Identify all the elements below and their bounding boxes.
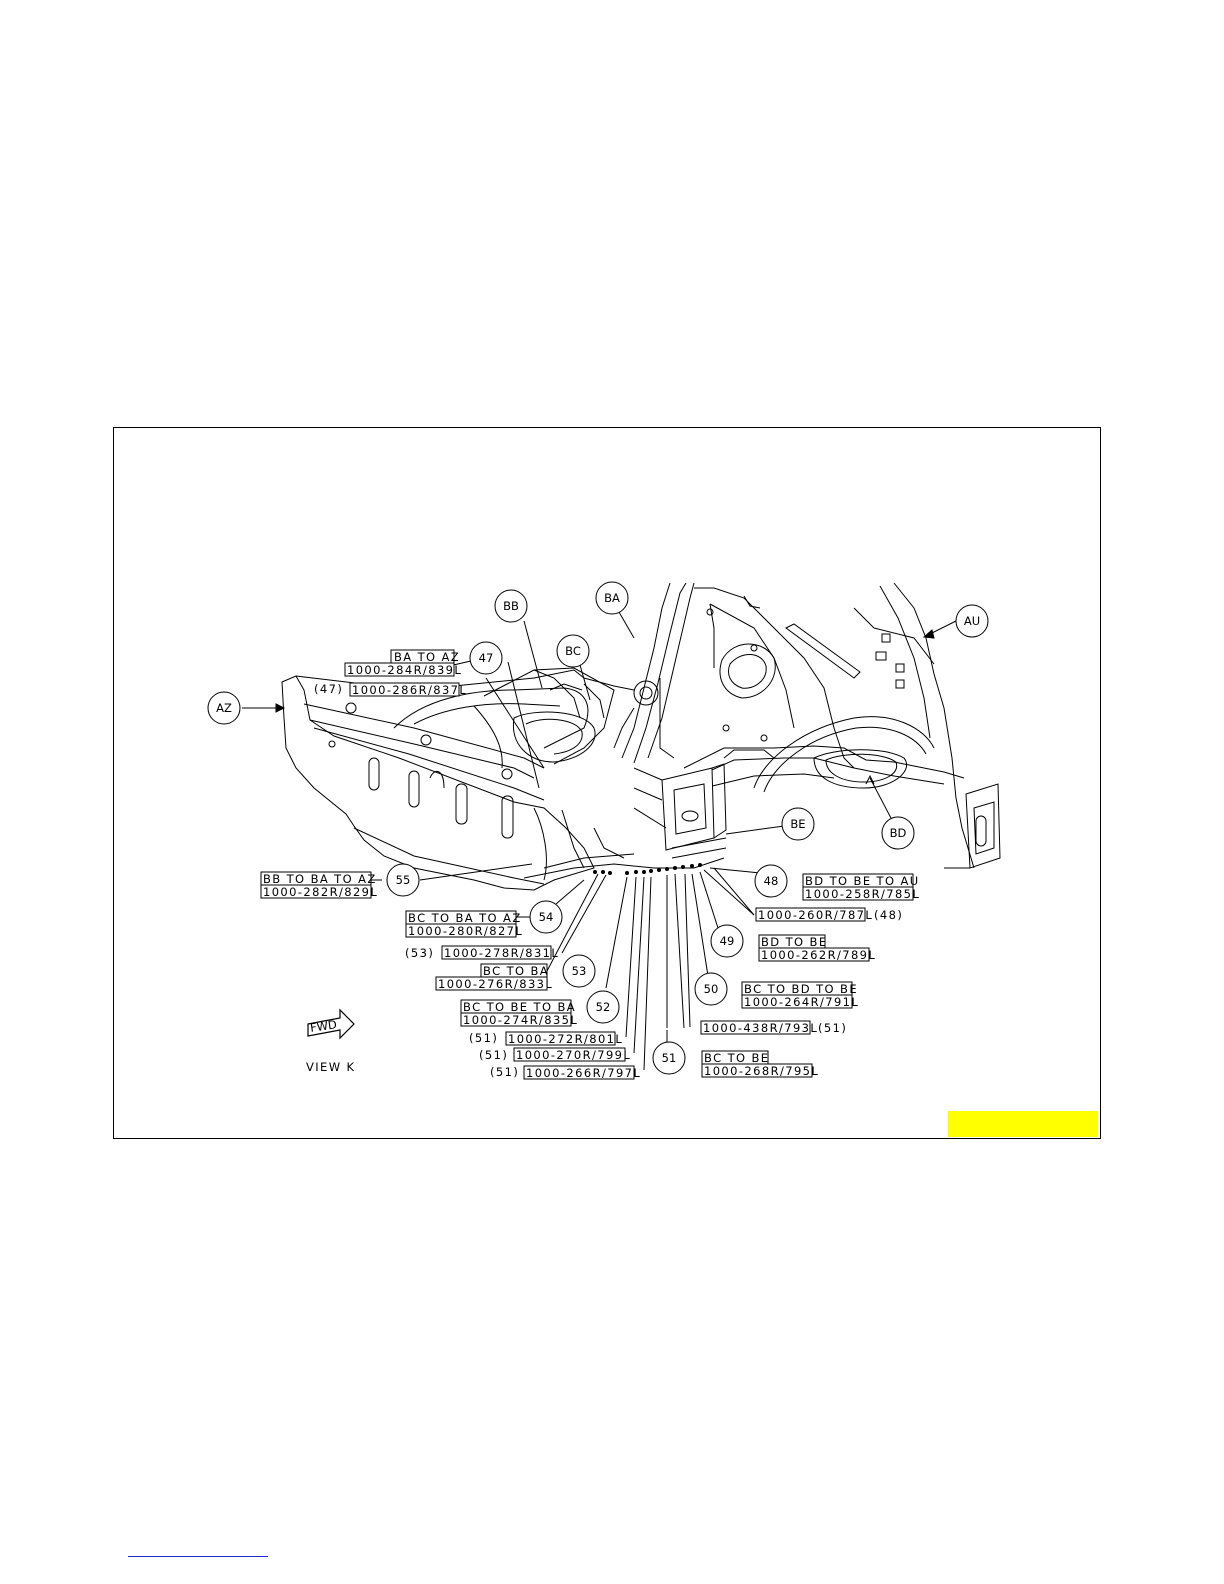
panel-ba-callout: BA [595,581,629,615]
panel-au-label: AU [964,614,980,628]
fwd-arrow-icon: FWD [307,1008,355,1040]
panel-bd-label: BD [890,826,907,840]
weld-label-bc-to-be: BC TO BE 1000-268R/795L [701,1050,819,1078]
weld-code-260: 1000-260R/787L [758,908,873,922]
weld-code-264: 1000-264R/791L [744,995,859,1009]
weld-ref-51-d: (51) [818,1021,847,1035]
panel-az-callout: AZ [207,691,241,725]
weld-code-278: 1000-278R/831L [444,946,559,960]
callout-52: 52 [586,990,620,1024]
panel-bc-callout: BC [556,634,590,668]
weld-label-bd-to-be-to-au: BD TO BE TO AU 1000-258R/785L [802,873,920,901]
weld-ref-48: (48) [874,908,903,922]
view-label: VIEW K [306,1060,356,1074]
weld-code-266: 1000-266R/797L [526,1066,641,1080]
weld-code-258: 1000-258R/785L [805,887,920,901]
weld-pair-bc-bd-be: BC TO BD TO BE [744,982,858,996]
callout-49: 49 [710,924,744,958]
weld-code-272: 1000-272R/801L [508,1032,623,1046]
weld-code-276: 1000-276R/833L [438,977,553,991]
weld-code-282: 1000-282R/829L [263,885,378,899]
panel-bc-label: BC [565,644,581,658]
weld-pair-bc-be: BC TO BE [704,1051,769,1065]
panel-au-callout: AU [955,604,989,638]
body-structure-art [281,582,1001,891]
weld-code-280: 1000-280R/827L [408,924,523,938]
weld-label-ba-to-az: BA TO AZ 1000-284R/839L [344,649,462,677]
weld-pair-bb-ba-az: BB TO BA TO AZ [263,872,377,886]
weld-label-286: (47) 1000-286R/837L [314,682,467,697]
callout-53: 53 [562,954,596,988]
callout-54: 54 [529,900,563,934]
weld-pair-bd-be-au: BD TO BE TO AU [805,874,920,888]
weld-label-266: (51) 1000-266R/797L [490,1065,641,1080]
weld-pair-ba-to-az: BA TO AZ [394,650,460,664]
callout-55-number: 55 [396,873,411,887]
weld-label-bc-to-ba: BC TO BA 1000-276R/833L [435,963,553,991]
highlight-bar [948,1111,1098,1137]
fwd-label: FWD [309,1017,338,1035]
callout-47-number: 47 [479,651,494,665]
weld-label-bc-to-bd-to-be: BC TO BD TO BE 1000-264R/791L [741,981,859,1009]
callout-51: 51 [652,1041,686,1075]
weld-ref-51-a: (51) [469,1031,498,1045]
weld-code-268: 1000-268R/795L [704,1064,819,1078]
callout-48-number: 48 [764,874,779,888]
weld-ref-51-c: (51) [490,1065,519,1079]
panel-be-callout: BE [781,807,815,841]
callout-49-number: 49 [720,934,735,948]
panel-az-label: AZ [216,701,232,715]
weld-label-260: 1000-260R/787L (48) [755,907,903,922]
callout-50-number: 50 [704,982,719,996]
weld-pair-bc-be-ba: BC TO BE TO BA [463,1000,576,1014]
weld-label-272: (51) 1000-272R/801L [469,1031,623,1046]
callout-51-number: 51 [662,1051,677,1065]
weld-pair-bd-be: BD TO BE [761,935,828,949]
panel-bb-label: BB [503,599,519,613]
footer-rule [128,1556,268,1557]
weld-ref-47: (47) [314,682,343,696]
weld-label-270: (51) 1000-270R/799L [479,1047,631,1062]
panel-ba-label: BA [604,591,620,605]
weld-code-262: 1000-262R/789L [761,948,876,962]
weld-label-438: 1000-438R/793L (51) [700,1020,847,1035]
weld-code-274: 1000-274R/835L [463,1013,578,1027]
callout-55: 55 [386,863,420,897]
figure-frame: AZ BB BA BC AU BE BD 47 [113,427,1101,1139]
callout-50: 50 [694,972,728,1006]
leader-lines [242,611,957,1071]
panel-bd-callout: BD [881,816,915,850]
weld-code-284: 1000-284R/839L [347,663,462,677]
weld-label-bc-to-be-to-ba: BC TO BE TO BA 1000-274R/835L [460,999,578,1027]
weld-code-438: 1000-438R/793L [703,1021,818,1035]
callout-48: 48 [754,864,788,898]
callout-52-number: 52 [596,1000,611,1014]
weld-label-278: (53) 1000-278R/831L [405,945,559,960]
weld-pair-bc-ba-az: BC TO BA TO AZ [408,911,522,925]
weld-marker-row [593,863,702,875]
callout-47: 47 [469,641,503,675]
weld-code-286: 1000-286R/837L [352,683,467,697]
weld-diagram: AZ BB BA BC AU BE BD 47 [207,581,1001,1080]
panel-bb-callout: BB [494,589,528,623]
weld-label-bc-to-ba-to-az: BC TO BA TO AZ 1000-280R/827L [405,910,523,938]
weld-code-270: 1000-270R/799L [516,1048,631,1062]
weld-label-bb-to-ba-to-az: BB TO BA TO AZ 1000-282R/829L [260,871,378,899]
callout-54-number: 54 [539,910,554,924]
weld-ref-51-b: (51) [479,1048,508,1062]
weld-ref-53: (53) [405,946,434,960]
callout-53-number: 53 [572,964,587,978]
weld-label-bd-to-be: BD TO BE 1000-262R/789L [758,934,876,962]
weld-pair-bc-ba: BC TO BA [483,964,549,978]
panel-be-label: BE [790,817,805,831]
